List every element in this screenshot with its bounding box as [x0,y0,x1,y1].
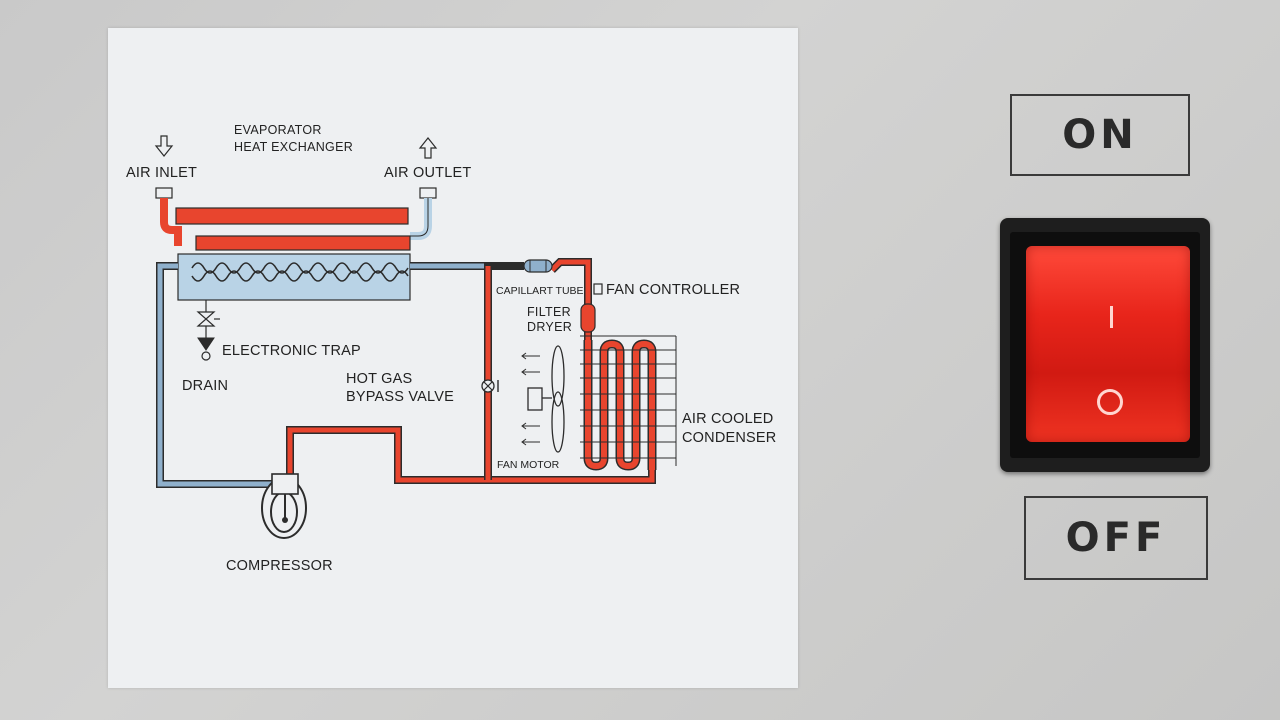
on-label: ON [1010,94,1190,176]
fan-motor-icon [527,345,565,453]
off-label: OFF [1024,496,1208,580]
air-outlet-duct [195,187,437,251]
on-symbol-icon [1110,306,1113,328]
fan-controller-label: FAN CONTROLLER [606,282,740,298]
off-symbol-icon [1097,389,1123,415]
bypass-valve-icon [481,379,499,393]
fan-motor-label: FAN MOTOR [497,459,560,471]
inlet-arrow-icon [154,135,174,157]
fan-controller-icon [593,283,603,295]
evaporator-label: EVAPORATOR [234,123,322,137]
evaporator-heat-exchanger [177,253,411,301]
electronic-trap-label: ELECTRONIC TRAP [222,343,361,359]
air-inlet-label: AIR INLET [126,165,197,181]
drain-label: DRAIN [182,378,228,394]
air-outlet-label: AIR OUTLET [384,165,471,181]
dryer-label: DRYER [527,320,572,334]
capillary-tube-label: CAPILLART TUBE [496,285,584,297]
bypass-valve-label: BYPASS VALVE [346,389,454,405]
hot-gas-label: HOT GAS [346,371,412,387]
filter-label: FILTER [527,305,571,319]
hot-refrigerant-line [286,258,656,484]
air-cooled-label: AIR COOLED [682,411,773,427]
condenser-label: CONDENSER [682,430,776,446]
outlet-arrow-icon [418,137,438,159]
filter-dryer [580,303,596,333]
compressor-label: COMPRESSOR [226,558,333,574]
refrigeration-diagram-sticker [108,28,798,688]
condenser-coil [580,335,677,471]
airflow-arrows-icon [521,352,540,446]
capillary-tube [523,259,553,273]
compressor-icon [261,473,307,539]
air-inlet-duct [155,187,409,246]
heat-exchanger-label: HEAT EXCHANGER [234,140,353,154]
electronic-trap-icon [196,300,220,361]
